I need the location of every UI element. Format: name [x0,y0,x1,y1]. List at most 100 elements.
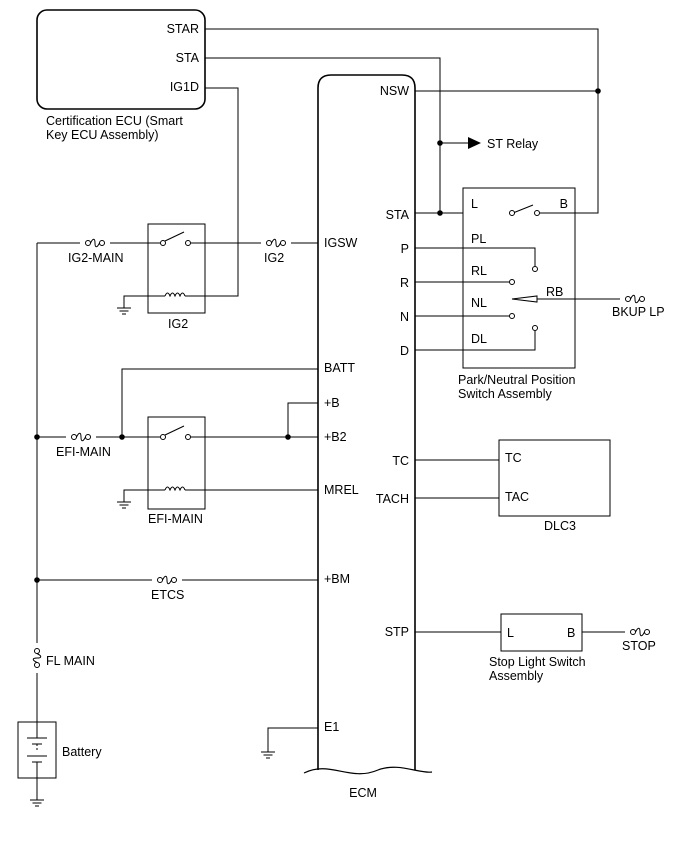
ecm-pin-stp: STP [385,625,409,639]
pnp-contact-l [509,210,515,216]
ecm-pin-nsw: NSW [380,84,409,98]
pnp-pin-rb: RB [546,285,563,299]
dlc3-box [498,439,611,517]
ecm-pin-batt: BATT [324,361,355,375]
fuse-bkup-lp [625,294,645,304]
ecm-pin-p: P [401,242,409,256]
pnp-contact-pl [532,266,538,272]
ecm-break-line [303,766,433,775]
ecm-pin-sta: STA [386,208,410,222]
junction-plus-b [285,434,291,440]
fuse-etcs-label: ETCS [151,588,184,602]
ecm-pin-e1: E1 [324,720,339,734]
efi-relay-box [147,416,206,510]
wire-batt [121,368,318,437]
efi-relay-arm [164,425,185,436]
wire-e1 [267,727,318,752]
ecm-label: ECM [349,786,377,800]
efi-relay-contact-2 [185,434,191,440]
ig2-relay-contact-2 [185,240,191,246]
ground-ig2 [116,307,132,315]
fuse-stop [630,627,650,637]
junction-batt [119,434,125,440]
dlc3-pin-tac: TAC [505,490,529,504]
ecm-pin-plus-b: +B [324,396,340,410]
pnp-contact-b [534,210,540,216]
stop-switch-label-line2: Assembly [489,669,544,683]
stop-switch-pin-b: B [567,626,575,640]
fuse-ig2-main-label: IG2-MAIN [68,251,124,265]
wire-d [415,331,536,351]
junction-sta [437,210,443,216]
wire-efi-ground [123,489,148,502]
ecm-box [317,74,416,770]
junction-nsw [595,88,601,94]
wire-star [205,28,599,214]
ecm-pin-mrel: MREL [324,483,359,497]
ground-battery [29,799,45,807]
fuse-bkup-lp-label: BKUP LP [612,305,665,319]
ecm-pin-igsw: IGSW [324,236,358,250]
certification-ecu-box [36,9,206,110]
fuse-efi-main [71,432,91,442]
st-relay-label: ST Relay [487,137,539,151]
fuse-ig2-label: IG2 [264,251,284,265]
pnp-pin-pl: PL [471,232,486,246]
pnp-pin-l: L [471,197,478,211]
efi-relay-coil [164,486,186,492]
ig2-relay-contact-1 [160,240,166,246]
fuse-fl-main [32,648,42,668]
ecm-pin-n: N [400,310,409,324]
fuse-efi-main-label: EFI-MAIN [56,445,111,459]
pnp-pin-rl: RL [471,264,487,278]
stop-switch-pin-l: L [507,626,514,640]
stop-switch-label-line1: Stop Light Switch [489,655,586,669]
efi-relay-contact-1 [160,434,166,440]
battery-label: Battery [62,745,102,759]
pnp-switch-box [462,187,576,369]
dlc3-label: DLC3 [544,519,576,533]
pnp-label-line2: Switch Assembly [458,387,553,401]
cert-ecu-pin-ig1d: IG1D [170,80,199,94]
wire-ig1d [205,87,239,297]
fuse-ig2-main [85,238,105,248]
cert-ecu-label-line1: Certification ECU (Smart [46,114,183,128]
wire-p [415,247,536,266]
pnp-pin-dl: DL [471,332,487,346]
fuse-fl-main-label: FL MAIN [46,654,95,668]
pnp-label-line1: Park/Neutral Position [458,373,575,387]
ecm-pin-d: D [400,344,409,358]
cert-ecu-pin-sta: STA [176,51,200,65]
efi-relay-label: EFI-MAIN [148,512,203,526]
ground-efi [116,501,132,509]
pnp-pin-nl: NL [471,296,487,310]
ecm-pin-tach: TACH [376,492,409,506]
wire-sta-cert [205,57,441,213]
stop-switch-box [500,613,583,652]
ground-e1 [260,751,276,759]
cert-ecu-label-line2: Key ECU Assembly) [46,128,159,142]
ig2-relay-label: IG2 [168,317,188,331]
ig2-relay-coil [164,292,186,298]
wire-ig2-ground [123,295,148,308]
ecm-pin-tc: TC [392,454,409,468]
pnp-switch-lb [512,204,534,214]
pnp-contact-nl [509,313,515,319]
ig2-relay-arm [164,231,185,242]
ecm-pin-plus-b2: +B2 [324,430,347,444]
ecm-pin-r: R [400,276,409,290]
st-relay-arrow [468,137,481,149]
fuse-stop-label: STOP [622,639,656,653]
pnp-contact-rl [509,279,515,285]
pnp-pin-b: B [560,197,568,211]
wire-plus-b [287,402,318,437]
pnp-contact-dl [532,325,538,331]
ig2-relay-box [147,223,206,314]
dlc3-pin-tc: TC [505,451,522,465]
ecm-pin-plus-bm: +BM [324,572,350,586]
cert-ecu-pin-star: STAR [167,22,199,36]
fuse-ig2 [266,238,286,248]
fuse-etcs [157,575,177,585]
junction-st-relay [437,140,443,146]
